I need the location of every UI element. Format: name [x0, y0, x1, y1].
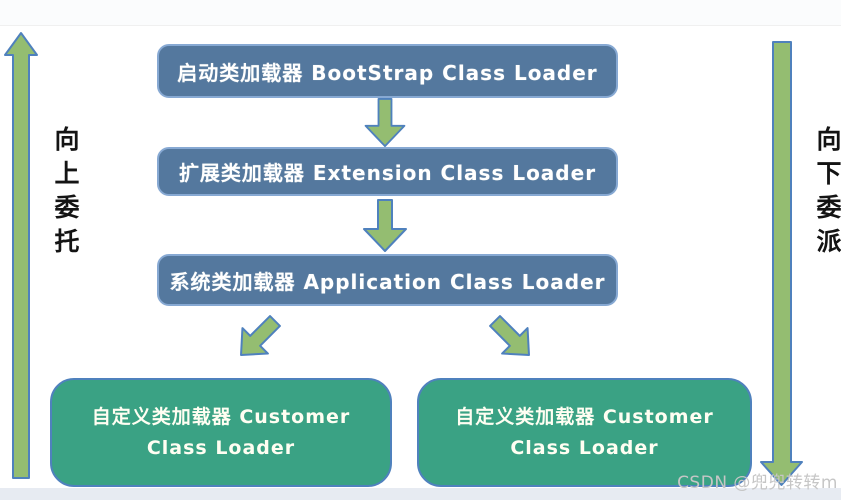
down-right-arrow-icon — [489, 315, 530, 356]
custom-classloader-label: 自定义类加载器 Customer Class Loader — [91, 405, 351, 459]
delegate-down-arrow-icon — [760, 41, 803, 486]
bootstrap-classloader-label: 启动类加载器 BootStrap Class Loader — [177, 60, 598, 85]
top-divider — [0, 0, 841, 26]
extension-classloader-label: 扩展类加载器 Extension Class Loader — [178, 161, 597, 185]
bootstrap-classloader-box: 启动类加载器 BootStrap Class Loader — [157, 44, 618, 98]
csdn-watermark: CSDN @兜兜转转m — [677, 473, 838, 493]
application-classloader-box: 系统类加载器 Application Class Loader — [157, 254, 618, 306]
custom-classloader-box-right: 自定义类加载器 Customer Class Loader — [417, 378, 752, 487]
delegate-up-label: 向上委托 — [51, 126, 80, 262]
down-arrow-icon — [363, 199, 407, 252]
delegate-up-arrow-icon — [4, 32, 38, 479]
custom-classloader-label: 自定义类加载器 Customer Class Loader — [455, 405, 714, 459]
delegate-down-label: 向下委派 — [813, 126, 841, 262]
down-arrow-icon — [364, 98, 406, 148]
application-classloader-label: 系统类加载器 Application Class Loader — [169, 269, 606, 294]
extension-classloader-box: 扩展类加载器 Extension Class Loader — [157, 147, 618, 196]
custom-classloader-box-left: 自定义类加载器 Customer Class Loader — [50, 378, 392, 487]
bottom-strip — [0, 488, 841, 500]
down-left-arrow-icon — [240, 315, 281, 356]
